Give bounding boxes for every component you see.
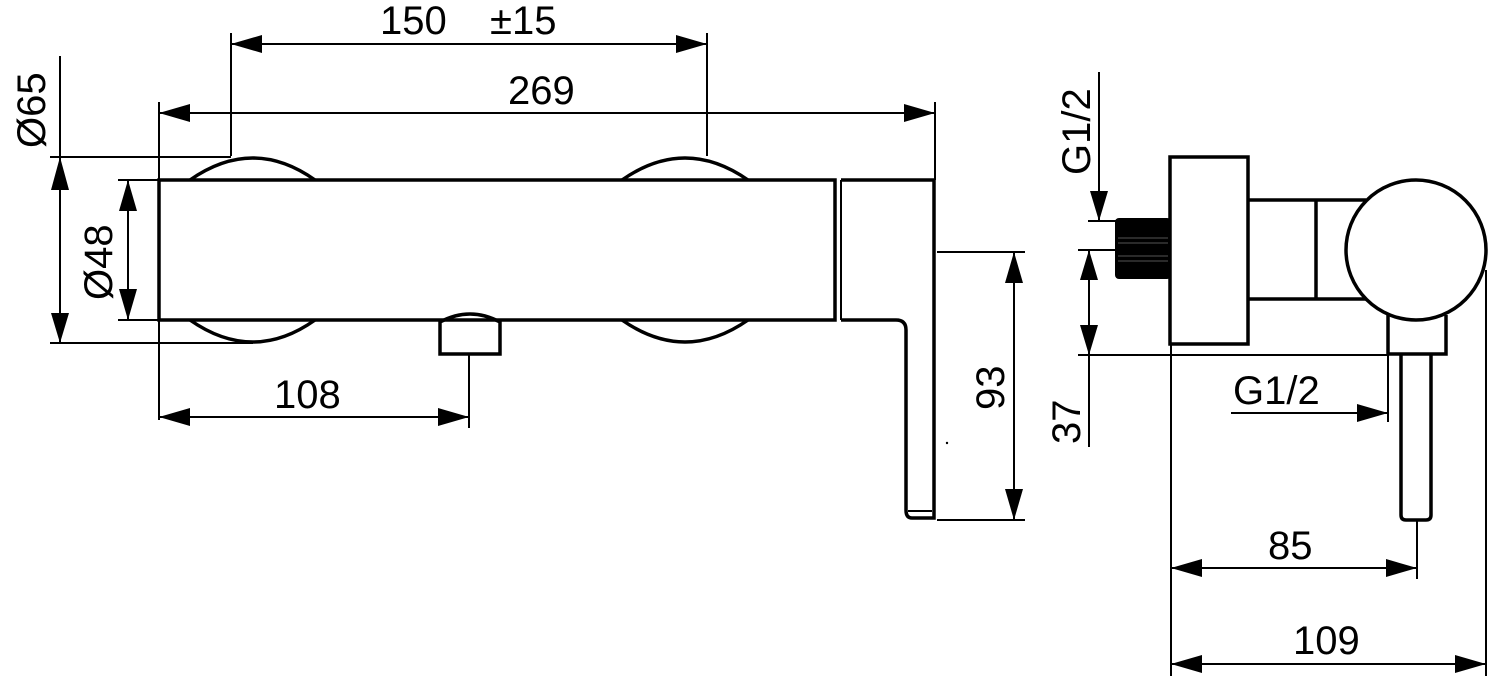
outlet-offset-label: 108 [274,373,341,417]
side-view: G1/2 37 G1/2 85 [1045,72,1488,676]
front-view: 150 ±15 269 Ø65 Ø48 [10,0,1025,521]
dim-outlet-offset: 108 [159,354,470,428]
left-rosette-top [188,156,317,182]
body-diameter-label: Ø48 [77,224,121,300]
rosette-diameter-label: Ø65 [10,72,54,148]
dim-rosette-diameter: Ø65 [10,56,253,344]
side-handle-circle [1344,178,1488,322]
side-lever-collar [1386,315,1448,356]
right-rosette-top [620,156,750,182]
overall-length-label: 269 [508,69,575,113]
dim-handle-spacing: 150 ±15 [230,0,708,156]
handle-spacing-label: 150 [380,0,447,43]
mixer-body [157,178,837,322]
dim-body-diameter: Ø48 [77,179,159,321]
dim-inlet-thread: G1/2 [1055,72,1117,222]
lever-handle [841,178,936,520]
overall-depth-label: 109 [1293,619,1360,663]
inlet-height-label: 37 [1045,400,1089,445]
dim-lever-length: 93 [937,251,1025,521]
outlet-thread-label: G1/2 [1233,369,1320,413]
side-lever-stem [1399,354,1433,522]
threaded-inlet [1115,218,1171,279]
lever-projection-label: 85 [1268,524,1313,568]
left-rosette-bottom [188,318,317,344]
outlet-nipple [438,312,502,356]
handle-spacing-tolerance: ±15 [490,0,556,43]
lever-length-label: 93 [969,366,1013,411]
dim-inlet-height: 37 [1045,249,1388,447]
side-rosette [1168,155,1250,346]
dim-overall-depth: 109 [1171,270,1487,676]
inlet-thread-label: G1/2 [1055,88,1099,175]
right-rosette-bottom [620,318,750,344]
dim-outlet-thread: G1/2 [1231,355,1389,422]
dim-lever-projection: 85 [1170,344,1418,676]
dim-overall-length: 269 [158,69,936,420]
stray-dot [945,441,949,445]
side-body [1248,198,1366,301]
